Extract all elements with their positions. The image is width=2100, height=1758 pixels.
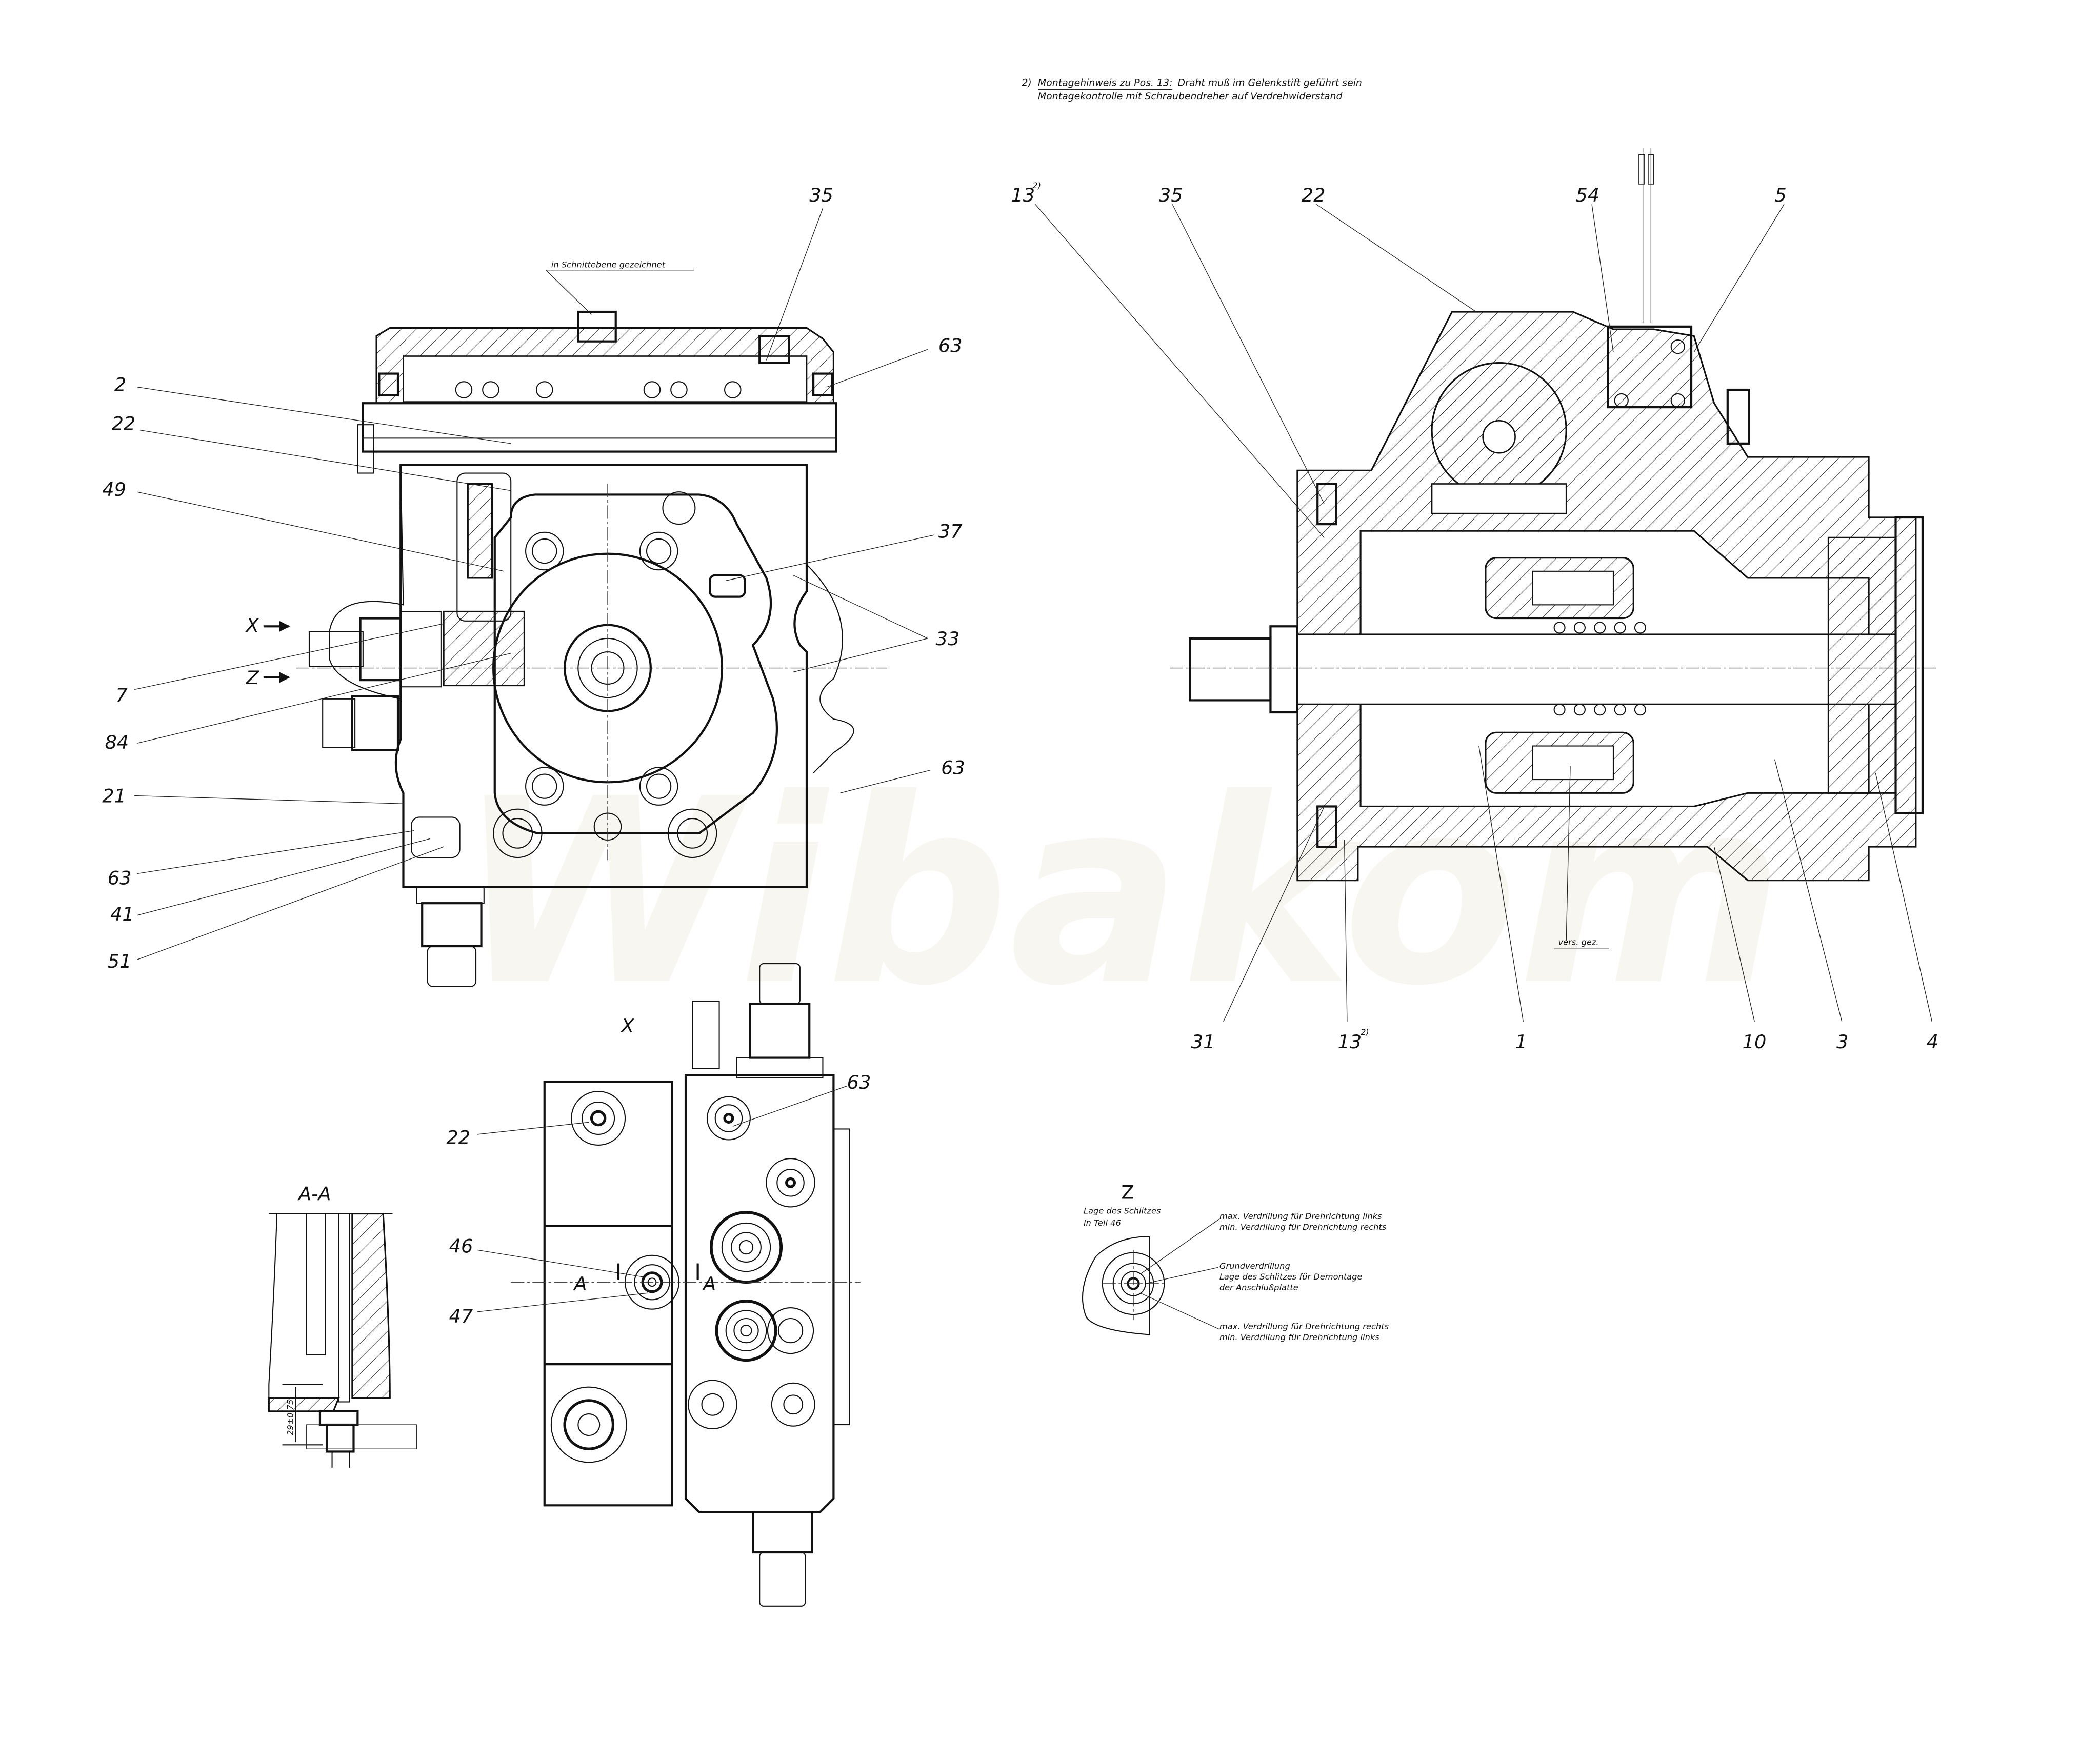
section-aa-title: A-A: [297, 1183, 331, 1205]
vers-gez-note: vers. gez.: [1558, 937, 1598, 947]
callout-13-bottom: 13: [1338, 1031, 1362, 1053]
callout-41: 41: [110, 903, 134, 925]
callout-22: 22: [1302, 184, 1326, 206]
footnote-prefix: 2): [1022, 77, 1031, 89]
view-z-note2-line2: Lage des Schlitzes für Demontage: [1219, 1272, 1363, 1282]
callout-51: 51: [108, 950, 132, 972]
view-z-note1-line1: max. Verdrillung für Drehrichtung links: [1219, 1211, 1382, 1221]
callout-84: 84: [105, 731, 129, 753]
callout-63-right: 63: [941, 757, 965, 779]
arrow-x-label: X: [245, 614, 259, 636]
leader-lines-view-x: [477, 1085, 847, 1312]
callout-63-top-right: 63: [938, 335, 963, 357]
section-mark-a-right: A: [702, 1273, 716, 1295]
callout-3: 3: [1836, 1031, 1848, 1053]
callout-22: 22: [446, 1126, 470, 1148]
view-z-caption-1: Lage des Schlitzes: [1084, 1206, 1161, 1216]
callout-13-top-superscript: 2): [1032, 181, 1041, 190]
callout-13-top: 13: [1011, 184, 1035, 206]
callout-5: 5: [1775, 184, 1787, 206]
left-front-view: in Schnittebene gezeichnet: [102, 184, 965, 987]
footnote: 2) Montagehinweis zu Pos. 13: Draht muß …: [1022, 77, 1362, 102]
view-z-caption-2: in Teil 46: [1084, 1218, 1121, 1228]
callout-4: 4: [1927, 1031, 1938, 1053]
view-z-title: Z: [1121, 1182, 1134, 1204]
view-z-note2-line3: der Anschlußplatte: [1219, 1283, 1298, 1292]
callout-21: 21: [102, 785, 126, 807]
callout-63: 63: [847, 1071, 871, 1093]
callout-35: 35: [809, 184, 833, 206]
callout-49: 49: [102, 478, 126, 501]
callout-31: 31: [1191, 1031, 1215, 1053]
dimension-29: 29±0,75: [286, 1400, 295, 1435]
view-z-note3-line2: min. Verdrillung für Drehrichtung links: [1219, 1332, 1379, 1342]
callout-10: 10: [1743, 1031, 1767, 1053]
leader-lines-left: [134, 208, 935, 960]
callout-1: 1: [1515, 1031, 1527, 1053]
arrow-z-label: Z: [246, 667, 259, 689]
callout-2: 2: [114, 374, 126, 396]
right-section-view: 13 2) 35 22 54 5 31 13 2) 1 10 3 4 vers.…: [1011, 148, 1938, 1053]
section-a-a: A-A 29±0,75: [268, 1183, 417, 1468]
view-z-note1-line2: min. Verdrillung für Drehrichtung rechts: [1219, 1222, 1387, 1232]
callout-37: 37: [938, 520, 963, 542]
callout-33: 33: [936, 628, 960, 650]
view-x: X A A: [446, 963, 871, 1607]
callout-7: 7: [115, 684, 127, 706]
leader-lines-right: [1035, 204, 1932, 1022]
footnote-line2: Montagekontrolle mit Schraubendreher auf…: [1038, 91, 1343, 102]
callout-63-lower-left: 63: [108, 867, 132, 889]
footnote-underlined: Montagehinweis zu Pos. 13:: [1038, 77, 1172, 89]
callout-35: 35: [1159, 184, 1183, 206]
section-note: in Schnittebene gezeichnet: [551, 260, 666, 270]
callout-54: 54: [1576, 184, 1600, 206]
callout-13-bottom-superscript: 2): [1361, 1027, 1369, 1037]
view-z: Z Lage des Schlitzes in Teil 46 max. Ver…: [1082, 1182, 1389, 1342]
callout-47: 47: [449, 1305, 473, 1327]
section-mark-a-left: A: [573, 1273, 587, 1295]
callout-46: 46: [449, 1235, 473, 1257]
view-z-note3-line1: max. Verdrillung für Drehrichtung rechts: [1219, 1322, 1389, 1331]
view-x-title: X: [620, 1015, 634, 1037]
view-z-note2-line1: Grundverdrillung: [1219, 1261, 1290, 1271]
footnote-line1-rest: Draht muß im Gelenkstift geführt sein: [1178, 77, 1362, 89]
callout-22: 22: [112, 413, 136, 435]
